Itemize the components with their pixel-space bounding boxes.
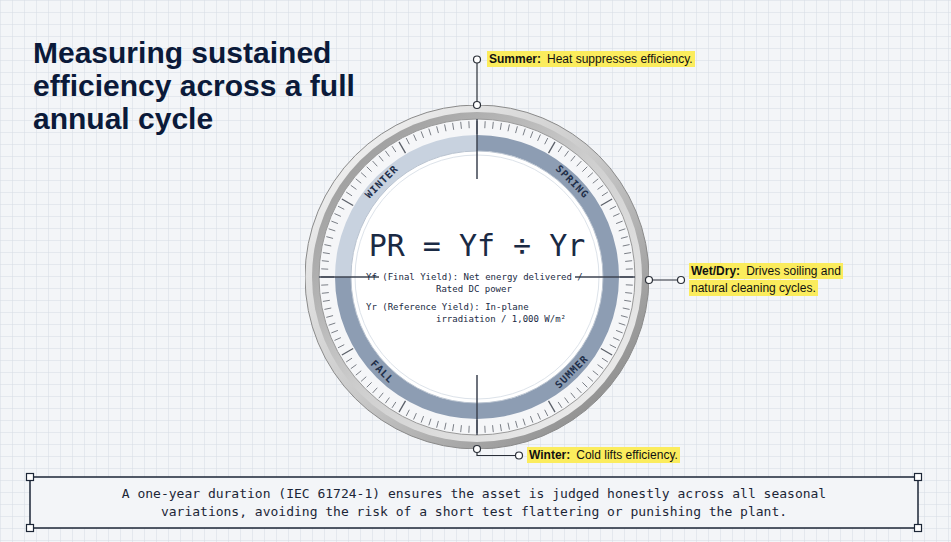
callout-heading: Summer: <box>487 51 545 67</box>
leader-dot <box>474 56 481 63</box>
title: Measuring sustained efficiency across a … <box>33 36 363 135</box>
callout-highlight: Winter:Cold lifts efficiency. <box>527 447 680 464</box>
leader-dot <box>516 452 523 459</box>
dial-face: PR = Yf ÷ Yr Yf (Final Yield): Net energy… <box>305 105 649 449</box>
leader-path <box>649 279 681 280</box>
callout-highlight: Summer:Heat suppresses efficiency. <box>487 51 695 68</box>
frame-handle <box>915 525 922 532</box>
callout-highlight: Wet/Dry:Drives soiling and natural clean… <box>689 263 867 297</box>
leader-line <box>474 56 481 109</box>
caption: A one-year duration (IEC 61724-1) ensure… <box>89 485 859 521</box>
tick-ring <box>319 119 635 435</box>
definition: Yf (Final Yield): Net energy delivered /… <box>366 271 588 295</box>
leader-dot <box>474 102 481 109</box>
formula: PR = Yf ÷ Yr <box>366 227 588 265</box>
caption-border <box>30 477 918 528</box>
leader-path <box>476 60 477 106</box>
cardinal-marks <box>319 119 635 435</box>
leader-dot <box>474 446 481 453</box>
frame-handle <box>27 525 34 532</box>
callout-text: Heat suppresses efficiency. <box>545 51 695 67</box>
caption-box: A one-year duration (IEC 61724-1) ensure… <box>30 477 918 528</box>
leader-dot <box>678 277 685 284</box>
leader-path <box>477 449 519 456</box>
callout-heading: Winter: <box>527 447 574 463</box>
definition: Yr (Reference Yield): In-plane irradiati… <box>366 301 588 325</box>
frame-handle <box>915 474 922 481</box>
leader-dot <box>645 277 652 284</box>
callout-heading: Wet/Dry: <box>689 263 744 279</box>
bezel-inner <box>312 112 642 442</box>
face-ring <box>355 155 599 399</box>
callout-text: Cold lifts efficiency. <box>574 447 680 463</box>
leader-line <box>474 446 523 460</box>
caption-frame <box>27 474 922 532</box>
face <box>351 151 603 403</box>
bezel-outer <box>305 105 649 449</box>
frame-handle <box>27 474 34 481</box>
leader-line <box>645 277 684 284</box>
